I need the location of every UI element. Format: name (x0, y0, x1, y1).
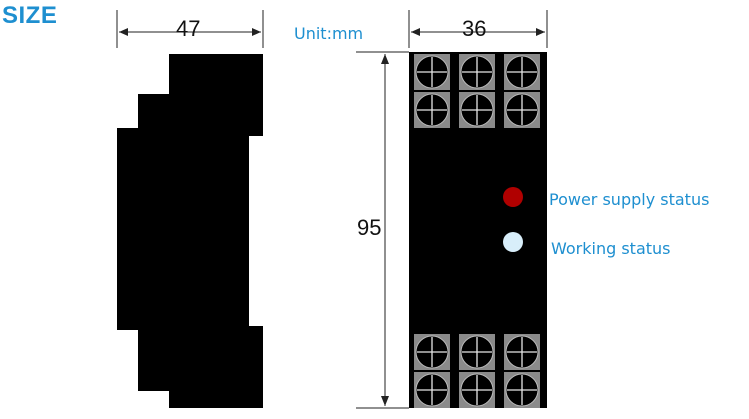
front-width-dimension (408, 10, 548, 48)
terminal-screw (459, 334, 495, 370)
height-label: 95 (356, 215, 383, 241)
side-depth-label: 47 (176, 16, 201, 41)
terminal-screw (504, 92, 540, 128)
power-supply-status-label: Power supply status (549, 190, 710, 209)
terminal-blocks (414, 54, 540, 408)
terminal-screw (459, 54, 495, 90)
terminal-screw (459, 372, 495, 408)
terminal-screw (414, 54, 450, 90)
height-dimension (356, 51, 409, 409)
front-width-label: 36 (462, 16, 487, 41)
side-width-dimension (116, 10, 264, 48)
terminal-screw (414, 372, 450, 408)
terminal-screw (504, 334, 540, 370)
front-view (409, 52, 547, 408)
working-status-led (503, 232, 523, 252)
unit-label: Unit:mm (294, 24, 364, 43)
terminal-screw (414, 92, 450, 128)
terminal-screw (459, 92, 495, 128)
size-heading: SIZE (2, 2, 58, 29)
power-status-led (503, 187, 523, 207)
terminal-screw (504, 372, 540, 408)
working-status-label: Working status (551, 239, 671, 258)
terminal-screw (414, 334, 450, 370)
terminal-screw (504, 54, 540, 90)
side-profile-body (117, 54, 263, 408)
side-view (117, 54, 263, 408)
